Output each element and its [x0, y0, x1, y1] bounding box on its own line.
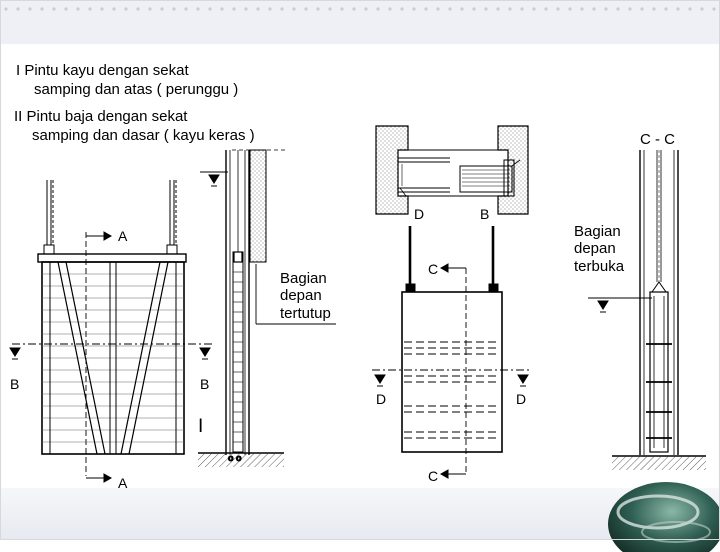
- lifting-rod-right: [166, 180, 178, 255]
- globe-icon: [608, 482, 720, 552]
- annotation-open-line3: terbuka: [574, 258, 625, 275]
- roman-numeral-one: I: [198, 416, 203, 437]
- steel-gate-leaf: [401, 291, 503, 453]
- label-c-bottom: C: [428, 468, 438, 484]
- label-b-right: B: [200, 376, 209, 392]
- section-title-cc: C - C: [640, 131, 675, 148]
- wall-headwall: [249, 149, 267, 263]
- water-level-icon: [9, 347, 211, 360]
- gate-top-beam: [37, 253, 187, 263]
- annotation-closed-line2: depan: [280, 287, 322, 304]
- figure-1-side-section: o o: [198, 149, 336, 467]
- ground-base: [198, 452, 284, 467]
- figure-2-plan-view: [375, 125, 529, 293]
- gate-planks: [42, 273, 184, 443]
- label-c-top: C: [428, 261, 438, 277]
- label-a-top: A: [118, 228, 128, 244]
- water-level-icon: [374, 374, 529, 387]
- annotation-closed-line1: Bagian: [280, 270, 327, 287]
- heading-steel-gate-sub: samping dan dasar ( kayu keras ): [32, 127, 255, 144]
- gate-diagonal-braces: [57, 261, 169, 455]
- gate-leaf-section: [649, 291, 669, 453]
- figure-1-front-view: [9, 180, 214, 483]
- gate-vertical-frame: [49, 262, 177, 454]
- label-b-left: B: [10, 376, 19, 392]
- water-level-icon: [200, 171, 228, 187]
- gate-girders: [404, 341, 500, 439]
- heading-wooden-gate-sub: samping dan atas ( perunggu ): [34, 81, 239, 98]
- figure-3-section-cc: [588, 150, 706, 470]
- label-d-right: D: [516, 391, 526, 407]
- leader-line: [255, 264, 336, 325]
- gate-drawings: A A B B: [9, 125, 706, 491]
- header-band: [0, 0, 720, 44]
- girder-flanges: [646, 343, 672, 439]
- figure-2-front-view: [372, 263, 532, 479]
- water-level-icon: [588, 297, 652, 313]
- label-d-left: D: [376, 391, 386, 407]
- lifting-rod-left: [43, 180, 55, 255]
- section-arrow-icon: [439, 263, 466, 479]
- label-d-plan: D: [414, 206, 424, 222]
- heading-steel-gate: II Pintu baja dengan sekat: [14, 108, 188, 125]
- annotation-closed-line3: tertutup: [280, 305, 331, 322]
- gate-section-planks: [233, 261, 243, 443]
- annotation-open-line2: depan: [574, 240, 616, 257]
- annotation-open-line1: Bagian: [574, 223, 621, 240]
- gate-plan-bars: [397, 157, 450, 193]
- label-a-bottom: A: [118, 475, 128, 491]
- seal-marker: o o: [228, 453, 242, 463]
- header-dots: [4, 7, 716, 11]
- footer-band: [0, 488, 720, 540]
- heading-wooden-gate: I Pintu kayu dengan sekat: [16, 62, 189, 79]
- label-b-plan: B: [480, 206, 489, 222]
- gate-plan-leaf: [459, 165, 513, 193]
- section-arrow-icon: [86, 231, 113, 483]
- ground-base: [612, 455, 706, 470]
- wall-plan-left: [375, 125, 409, 215]
